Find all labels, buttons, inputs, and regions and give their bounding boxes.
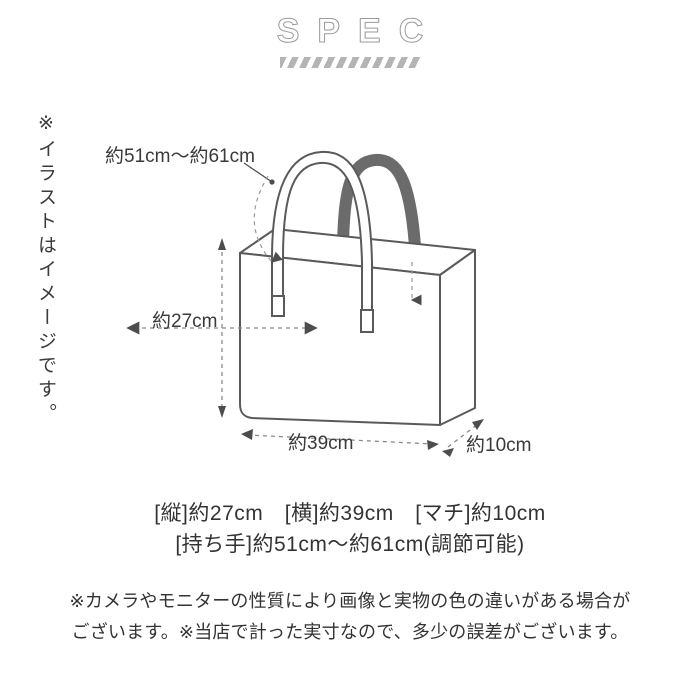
disclaimer-line-2: ございます。※当店で計った実寸なので、多少の誤差がございます。 bbox=[71, 622, 629, 642]
disclaimer-text: ※カメラやモニターの性質により画像と実物の色の違いがある場合が ございます。※当… bbox=[0, 586, 700, 648]
spec-summary: [縦]約27cm [横]約39cm [マチ]約10cm [持ち手]約51cm〜約… bbox=[0, 498, 700, 560]
height-label: 約27cm bbox=[152, 311, 218, 332]
bag-body bbox=[239, 228, 476, 426]
handle-end-caps bbox=[271, 295, 374, 333]
striped-banner-icon bbox=[280, 57, 420, 68]
handle-leader-line bbox=[243, 162, 422, 306]
page-title: SPEC bbox=[276, 12, 442, 51]
bag-front-handle bbox=[271, 150, 373, 332]
bag-back-handle bbox=[337, 153, 422, 263]
spec-header: SPEC bbox=[0, 12, 700, 51]
width-label: 約39cm bbox=[288, 433, 354, 454]
spec-line-handle: [持ち手]約51cm〜約61cm(調節可能) bbox=[175, 533, 525, 556]
handle-length-label: 約51cm〜約61cm bbox=[105, 146, 255, 167]
spec-line-dimensions: [縦]約27cm [横]約39cm [マチ]約10cm bbox=[154, 502, 546, 525]
disclaimer-line-1: ※カメラやモニターの性質により画像と実物の色の違いがある場合が bbox=[69, 591, 631, 611]
illustration-disclaimer-vertical: ※イラストはイメージです。 bbox=[35, 112, 56, 427]
depth-label: 約10cm bbox=[466, 435, 532, 456]
